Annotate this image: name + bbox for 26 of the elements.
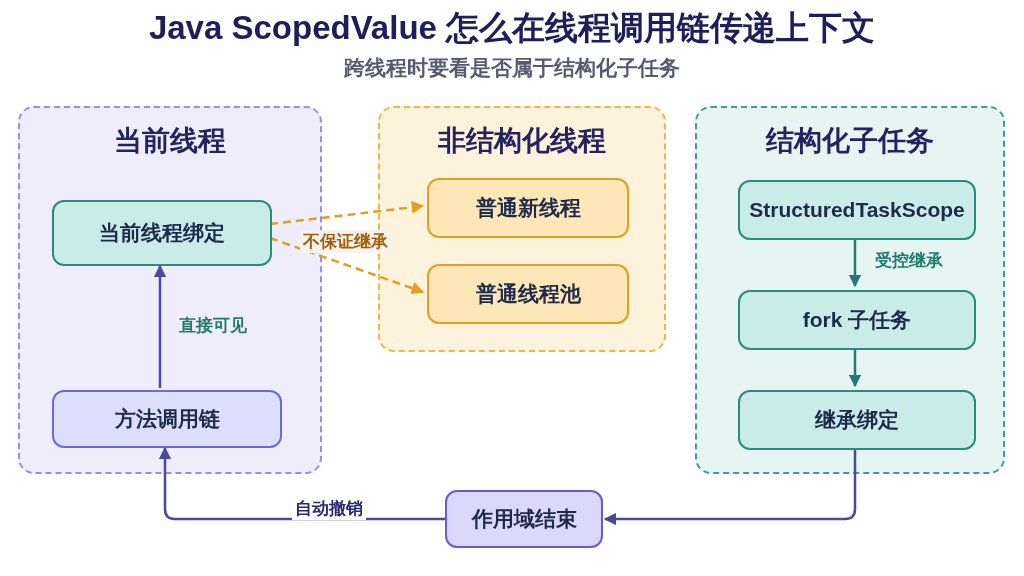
edge-label: 不保证继承	[300, 230, 391, 253]
group-heading: 当前线程	[113, 124, 227, 158]
group-heading: 结构化子任务	[764, 124, 935, 158]
process-box: 作用域结束	[445, 490, 603, 548]
title: Java ScopedValue 怎么在线程调用链传递上下文	[147, 8, 877, 48]
edge-label: 直接可见	[176, 314, 250, 337]
process-box: 方法调用链	[52, 390, 282, 448]
arrow	[269, 201, 425, 226]
arrow	[603, 448, 857, 526]
process-box: 继承绑定	[738, 390, 976, 450]
process-box: 普通新线程	[427, 178, 629, 238]
arrow	[848, 348, 862, 388]
process-box: StructuredTaskScope	[738, 180, 976, 240]
arrow	[153, 264, 167, 388]
arrow	[158, 446, 445, 521]
edge-label: 受控继承	[872, 249, 946, 272]
process-box: fork 子任务	[738, 290, 976, 350]
group-panel	[695, 106, 1005, 474]
group-heading: 非结构化线程	[437, 124, 607, 158]
process-box: 普通线程池	[427, 264, 629, 324]
group-panel	[18, 106, 322, 474]
arrow	[269, 236, 425, 295]
arrow	[848, 238, 862, 288]
edge-label: 自动撤销	[292, 497, 366, 520]
process-box: 当前线程绑定	[52, 200, 272, 266]
subtitle: 跨线程时要看是否属于结构化子任务	[343, 55, 681, 81]
